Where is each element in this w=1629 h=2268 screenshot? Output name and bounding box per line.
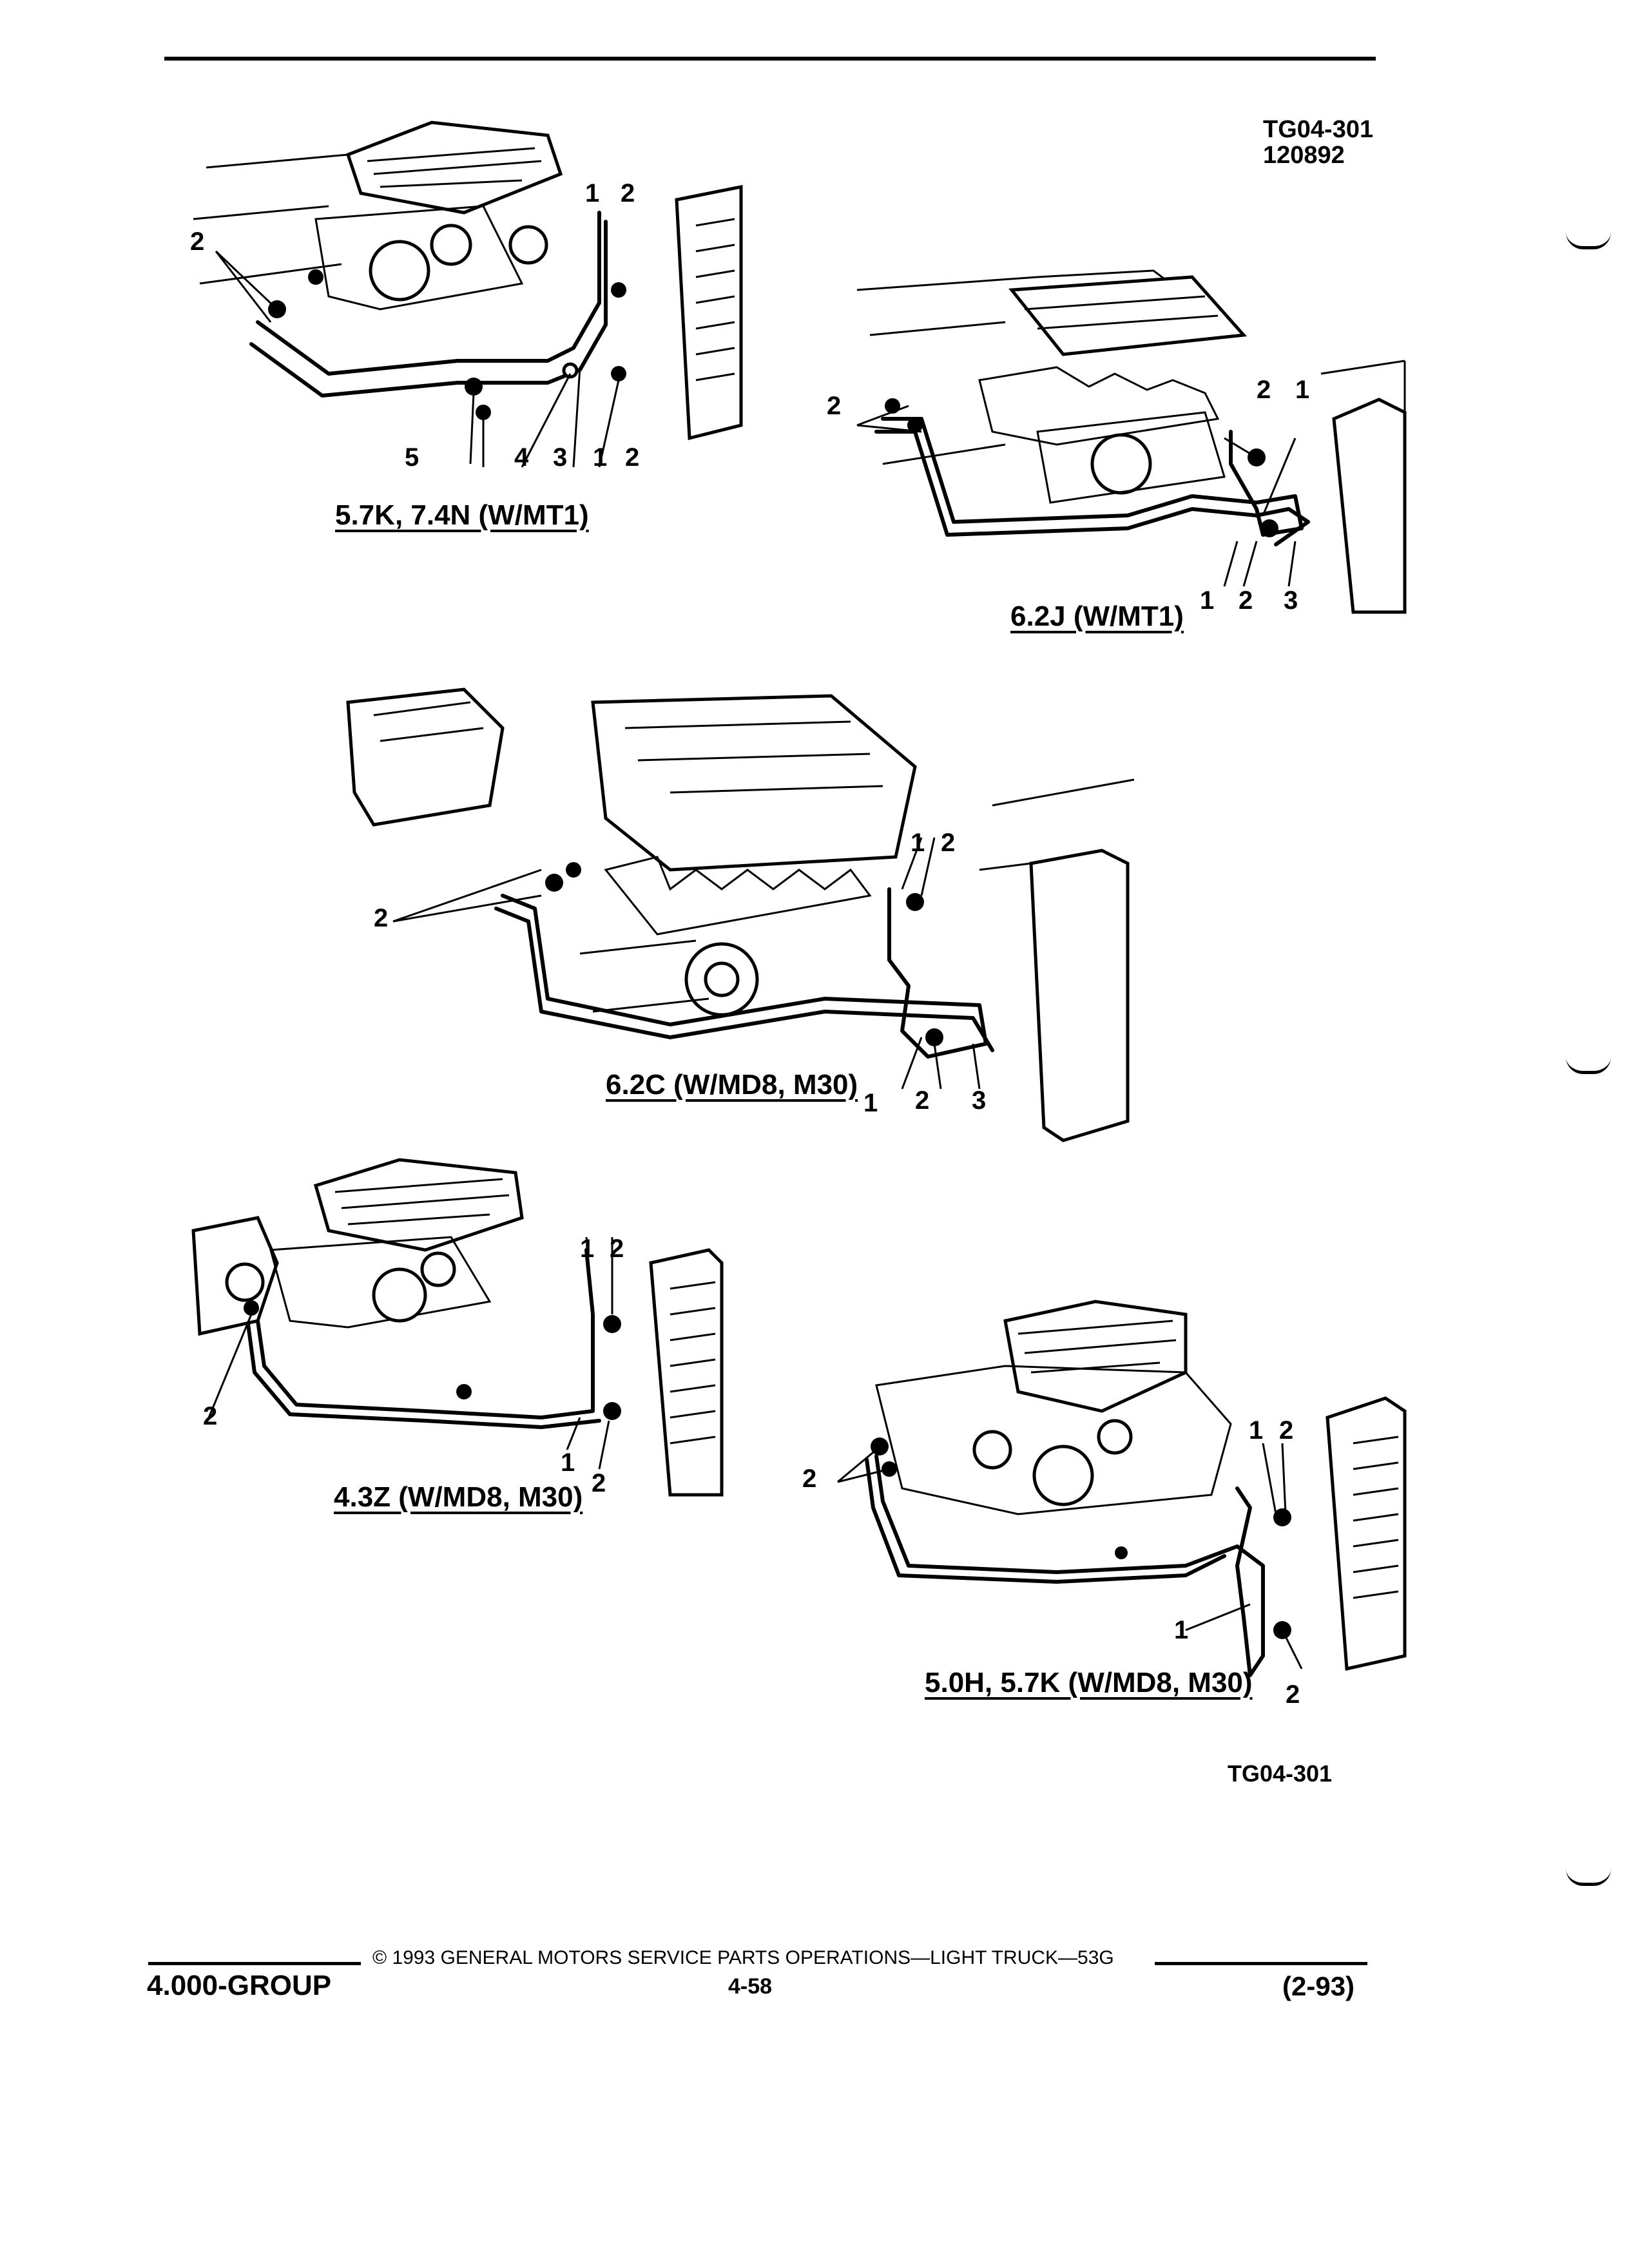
figure-1-title: 5.7K, 7.4N (W/MT1) <box>335 499 589 531</box>
callout: 1 <box>585 179 600 207</box>
top-rule <box>164 57 1376 61</box>
footer-revision: (2-93) <box>1282 1971 1355 2001</box>
callout: 1 <box>580 1235 595 1263</box>
callout: 1 <box>1174 1616 1189 1644</box>
callout: 3 <box>1284 586 1298 615</box>
footer-page-number: 4-58 <box>728 1974 773 1999</box>
figure-3-title: 6.2C (W/MD8, M30) <box>606 1069 858 1100</box>
callout: 2 <box>621 179 635 207</box>
callout: 2 <box>802 1465 817 1493</box>
callout: 1 <box>863 1089 878 1117</box>
callout: 2 <box>190 227 205 256</box>
figure-5-title: 5.0H, 5.7K (W/MD8, M30) <box>925 1667 1253 1698</box>
callout: 4 <box>514 443 529 472</box>
callout: 1 <box>593 443 608 472</box>
footer-copyright: © 1993 GENERAL MOTORS SERVICE PARTS OPER… <box>372 1947 1114 1968</box>
footer-rule-left <box>148 1962 361 1965</box>
figure-2-title: 6.2J (W/MT1) <box>1010 601 1184 632</box>
figure-2-illustration <box>856 269 1407 614</box>
binder-mark <box>1566 1869 1611 1886</box>
header-ref-code: TG04-301 <box>1263 116 1374 143</box>
figure-ref: TG04-301 <box>1228 1760 1333 1787</box>
callout: 1 <box>1295 376 1310 404</box>
binder-mark <box>1566 1057 1611 1074</box>
callout: 2 <box>203 1402 218 1430</box>
callout: 2 <box>625 443 640 472</box>
figure-3-illustration <box>346 687 1135 1142</box>
callout: 3 <box>553 443 568 472</box>
footer-group: 4.000-GROUP <box>147 1970 332 2001</box>
callout: 2 <box>1257 376 1271 404</box>
callout: 2 <box>1239 586 1253 615</box>
figure-4-illustration <box>191 1158 724 1497</box>
figure-5-illustration <box>837 1300 1407 1677</box>
footer-rule-right <box>1155 1962 1367 1965</box>
binder-mark <box>1566 232 1611 249</box>
header-ref-date: 120892 <box>1263 142 1345 169</box>
callout: 1 <box>911 829 925 857</box>
callout: 2 <box>915 1086 930 1115</box>
figure-4-title: 4.3Z (W/MD8, M30) <box>334 1481 583 1513</box>
callout: 1 <box>561 1448 575 1477</box>
callout: 1 <box>1249 1416 1264 1445</box>
callout: 2 <box>374 904 389 932</box>
callout: 1 <box>1200 586 1215 615</box>
callout: 2 <box>1279 1416 1294 1445</box>
callout: 2 <box>610 1235 624 1263</box>
callout: 2 <box>1286 1680 1300 1709</box>
figure-1-illustration <box>193 120 743 468</box>
callout: 3 <box>972 1086 987 1115</box>
callout: 2 <box>592 1469 606 1497</box>
callout: 5 <box>405 443 419 472</box>
callout: 2 <box>827 392 842 420</box>
callout: 2 <box>941 829 956 857</box>
